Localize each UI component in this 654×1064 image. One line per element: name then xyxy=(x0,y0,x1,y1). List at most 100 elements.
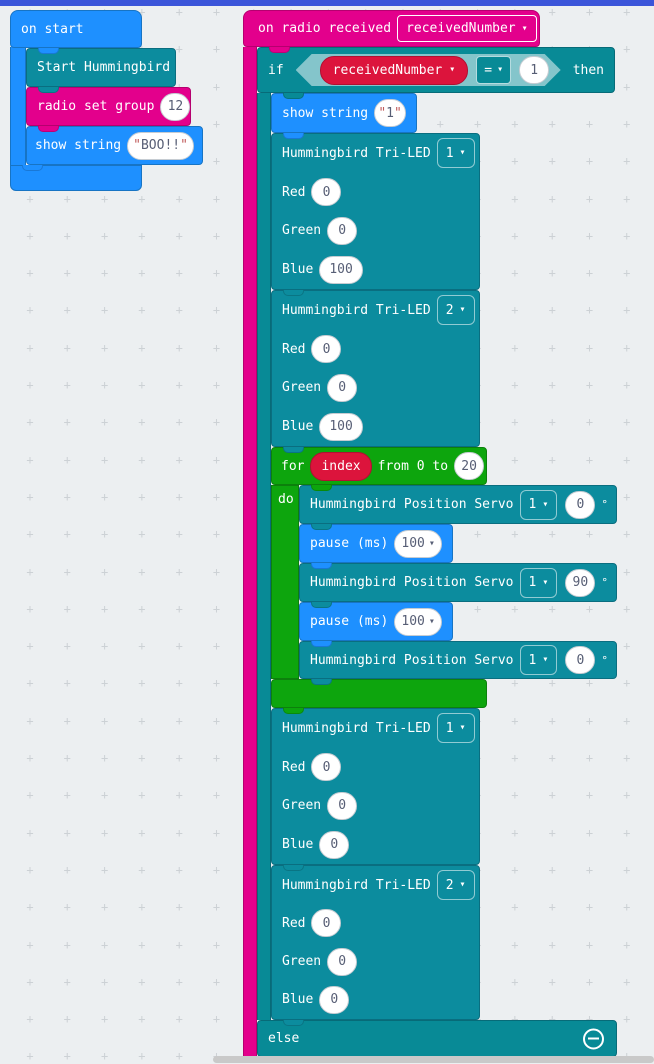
degree-symbol: ° xyxy=(601,576,608,589)
angle-input[interactable]: 90 xyxy=(565,568,596,597)
green-label: Green xyxy=(282,223,322,239)
comparison-value-input[interactable]: 1 xyxy=(519,56,549,84)
from-to-label: from 0 to xyxy=(377,458,449,474)
pause-duration-dropdown[interactable]: 100 ▾ xyxy=(394,529,442,558)
angle-input[interactable]: 0 xyxy=(565,490,596,519)
if-block-spine xyxy=(257,93,271,1020)
port-dropdown[interactable]: 2 ▾ xyxy=(436,870,475,901)
show-string-boo-block[interactable]: show string "BOO!!" xyxy=(26,126,203,165)
radio-param-dropdown[interactable]: receivedNumber ▾ xyxy=(397,15,537,42)
green-value-input[interactable]: 0 xyxy=(327,216,358,245)
collapse-else-icon[interactable] xyxy=(583,1028,604,1049)
for-loop-header[interactable]: for index from 0 to 20 xyxy=(271,447,487,485)
position-servo-label: Hummingbird Position Servo xyxy=(310,497,514,512)
loop-variable-pill[interactable]: index xyxy=(310,451,372,481)
for-loop-bottom-bar xyxy=(271,679,487,708)
chevron-down-icon: ▾ xyxy=(497,64,504,75)
tri-led-block[interactable]: Hummingbird Tri-LED 1 ▾ Red 0 Green 0 Bl… xyxy=(271,708,480,865)
angle-input[interactable]: 0 xyxy=(565,646,596,674)
condition-variable-pill[interactable]: receivedNumber ▾ xyxy=(320,56,469,85)
tri-led-label: Hummingbird Tri-LED xyxy=(282,145,431,161)
chevron-down-icon: ▾ xyxy=(459,147,466,159)
degree-symbol: ° xyxy=(601,653,608,667)
chevron-down-icon: ▾ xyxy=(428,616,435,627)
position-servo-block[interactable]: Hummingbird Position Servo 1 ▾ 0 ° xyxy=(299,485,617,524)
port-dropdown[interactable]: 1 ▾ xyxy=(519,567,558,598)
red-label: Red xyxy=(282,759,306,775)
port-dropdown[interactable]: 1 ▾ xyxy=(519,489,558,520)
position-servo-block[interactable]: Hummingbird Position Servo 1 ▾ 0 ° xyxy=(299,641,617,679)
chevron-down-icon: ▾ xyxy=(521,22,528,34)
pause-label: pause (ms) xyxy=(310,614,389,629)
pause-block[interactable]: pause (ms) 100 ▾ xyxy=(299,524,453,563)
chevron-down-icon: ▾ xyxy=(459,304,466,316)
green-value-input[interactable]: 0 xyxy=(327,947,358,976)
if-block-header[interactable]: if receivedNumber ▾ = ▾ 1 then xyxy=(257,47,615,93)
then-label: then xyxy=(572,62,604,78)
chevron-down-icon: ▾ xyxy=(459,722,466,734)
else-bar[interactable]: else xyxy=(257,1020,617,1057)
red-label: Red xyxy=(282,341,306,357)
pause-duration-dropdown[interactable]: 100 ▾ xyxy=(394,607,442,636)
chevron-down-icon: ▾ xyxy=(542,498,549,510)
close-quote: " xyxy=(180,138,188,153)
on-start-label: on start xyxy=(21,21,84,37)
blue-value-input[interactable]: 100 xyxy=(319,255,363,284)
position-servo-label: Hummingbird Position Servo xyxy=(310,575,514,590)
tri-led-label: Hummingbird Tri-LED xyxy=(282,302,431,318)
blue-value-input[interactable]: 100 xyxy=(319,412,363,441)
red-value-input[interactable]: 0 xyxy=(311,335,342,364)
chevron-down-icon: ▾ xyxy=(459,879,466,891)
on-start-block[interactable]: on start xyxy=(10,10,142,48)
for-loop-do-spine: do xyxy=(271,485,299,679)
chevron-down-icon: ▾ xyxy=(542,576,549,588)
blue-label: Blue xyxy=(282,992,314,1008)
red-value-input[interactable]: 0 xyxy=(311,178,342,207)
blue-value-input[interactable]: 0 xyxy=(319,830,350,859)
red-label: Red xyxy=(282,184,306,200)
green-value-input[interactable]: 0 xyxy=(327,791,358,820)
pause-block[interactable]: pause (ms) 100 ▾ xyxy=(299,602,453,641)
radio-set-group-block[interactable]: radio set group 12 xyxy=(26,87,191,126)
green-label: Green xyxy=(282,954,322,970)
open-quote: " xyxy=(378,105,387,121)
port-dropdown[interactable]: 2 ▾ xyxy=(436,295,475,326)
position-servo-block[interactable]: Hummingbird Position Servo 1 ▾ 90 ° xyxy=(299,563,617,602)
start-hummingbird-label: Start Hummingbird xyxy=(37,60,171,75)
red-value-input[interactable]: 0 xyxy=(311,753,342,782)
radio-group-input[interactable]: 12 xyxy=(160,92,191,121)
horizontal-scrollbar-thumb[interactable] xyxy=(213,1056,654,1063)
chevron-down-icon: ▾ xyxy=(542,654,549,665)
blue-label: Blue xyxy=(282,262,314,278)
tri-led-block[interactable]: Hummingbird Tri-LED 2 ▾ Red 0 Green 0 Bl… xyxy=(271,290,480,447)
blue-label: Blue xyxy=(282,837,314,853)
for-label: for xyxy=(281,458,305,474)
chevron-down-icon: ▾ xyxy=(449,64,456,75)
on-radio-received-block[interactable]: on radio received receivedNumber ▾ xyxy=(243,10,540,47)
on-radio-received-label: on radio received xyxy=(258,21,392,36)
green-label: Green xyxy=(282,380,322,396)
degree-symbol: ° xyxy=(601,498,608,511)
pause-label: pause (ms) xyxy=(310,536,389,551)
loop-to-input[interactable]: 20 xyxy=(454,452,485,480)
show-string-input[interactable]: "1" xyxy=(374,99,406,127)
start-hummingbird-block[interactable]: Start Hummingbird xyxy=(26,48,176,87)
blue-value-input[interactable]: 0 xyxy=(319,985,350,1014)
open-quote: " xyxy=(133,138,141,153)
port-dropdown[interactable]: 1 ▾ xyxy=(519,645,558,675)
port-dropdown[interactable]: 1 ▾ xyxy=(436,713,475,744)
operator-dropdown[interactable]: = ▾ xyxy=(476,56,511,84)
header-bar-edge xyxy=(0,0,654,6)
tri-led-block[interactable]: Hummingbird Tri-LED 2 ▾ Red 0 Green 0 Bl… xyxy=(271,865,480,1020)
show-string-input[interactable]: "BOO!!" xyxy=(127,131,194,160)
green-value-input[interactable]: 0 xyxy=(327,373,358,402)
tri-led-label: Hummingbird Tri-LED xyxy=(282,877,431,893)
on-start-spine xyxy=(10,47,26,165)
tri-led-block[interactable]: Hummingbird Tri-LED 1 ▾ Red 0 Green 0 Bl… xyxy=(271,133,480,290)
if-condition-slot[interactable]: receivedNumber ▾ = ▾ 1 xyxy=(296,54,561,86)
show-string-label: show string xyxy=(35,138,122,153)
show-string-1-block[interactable]: show string "1" xyxy=(271,93,417,133)
port-dropdown[interactable]: 1 ▾ xyxy=(436,138,475,169)
red-value-input[interactable]: 0 xyxy=(311,909,342,938)
